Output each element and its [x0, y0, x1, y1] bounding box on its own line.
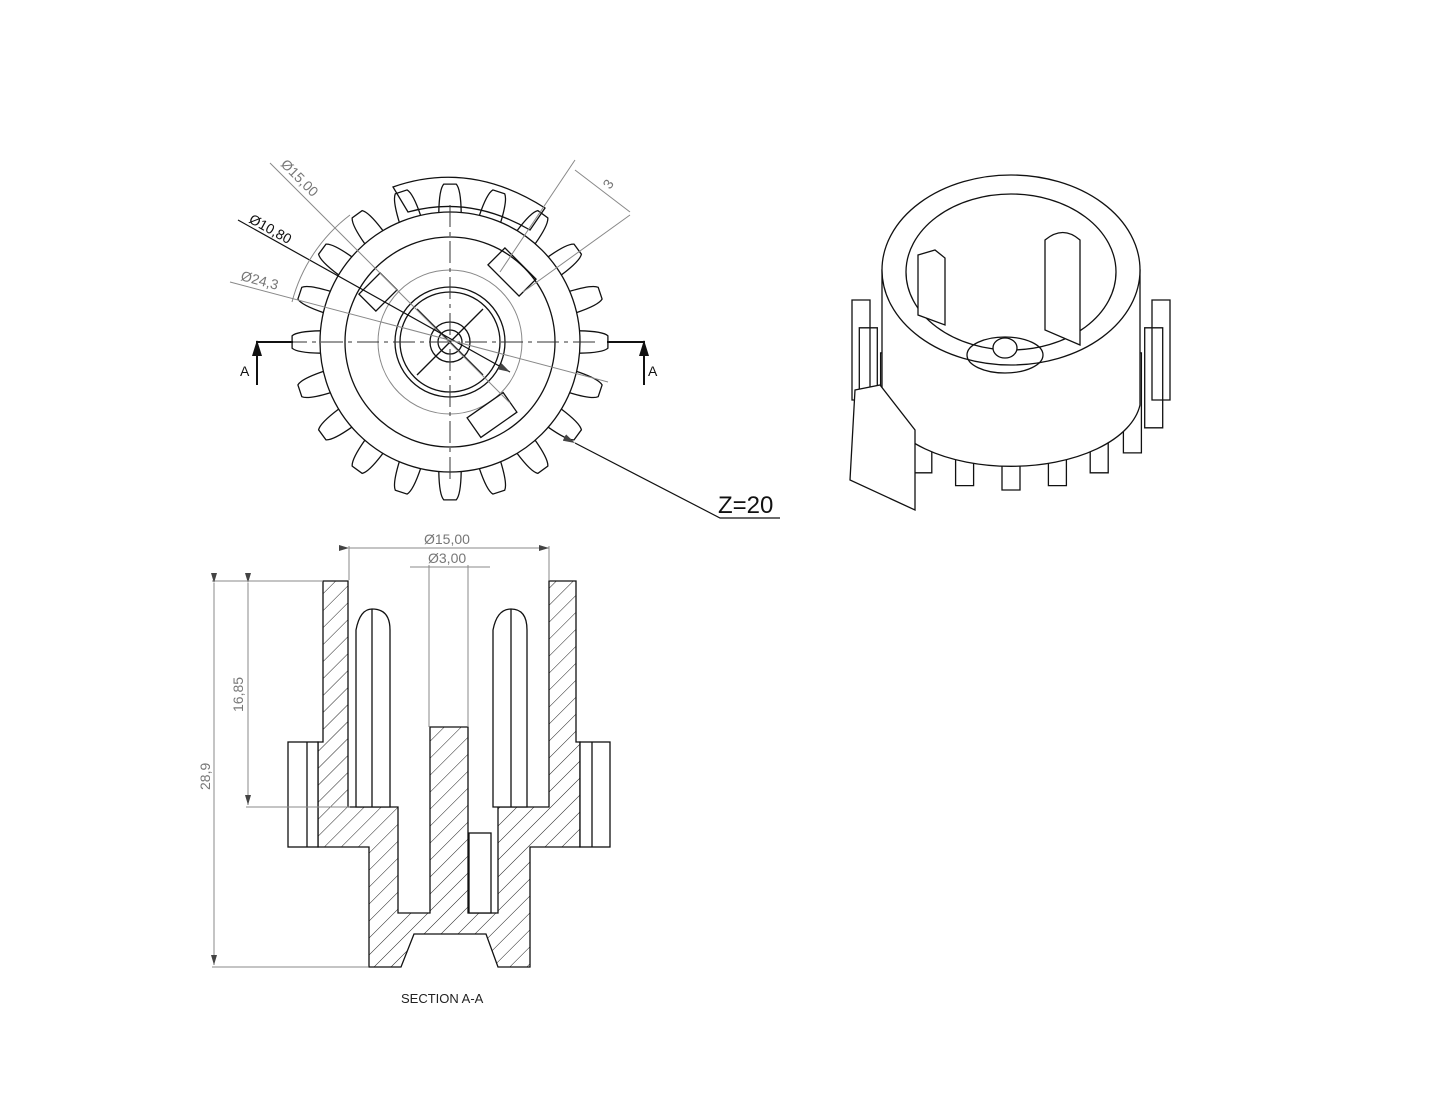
section-prong: [355, 608, 391, 808]
iso-prong: [917, 249, 946, 326]
dim-pin-dia: Ø3,00: [428, 550, 466, 566]
section-mark-left: A: [240, 363, 250, 379]
slot: [487, 247, 537, 297]
front-view: Ø15,00 Ø10,80 Ø24,3 3 A A Z=20: [229, 156, 780, 519]
tooth-count-label: Z=20: [718, 492, 773, 519]
iso-pin: [992, 337, 1018, 359]
section-view: Ø15,00 Ø3,00 16,85 28,9 SECTION A-A: [197, 531, 611, 1006]
cut-arc-segment: [392, 176, 546, 231]
iso-cut-segment: [849, 384, 916, 512]
iso-prong: [1044, 231, 1081, 346]
dim-slot-width: 3: [599, 176, 617, 192]
section-prong: [492, 608, 528, 808]
dim-bore-depth: 16,85: [230, 677, 246, 712]
dim-total-height: 28,9: [197, 763, 213, 790]
section-mark-right: A: [648, 363, 658, 379]
dim-bore-dia: Ø15,00: [424, 531, 470, 547]
section-hatched-body: [317, 580, 581, 968]
slot: [466, 391, 518, 439]
isometric-view: [849, 174, 1171, 512]
dim-tip-dia: Ø24,3: [239, 267, 280, 292]
section-title: SECTION A-A: [401, 991, 484, 1006]
